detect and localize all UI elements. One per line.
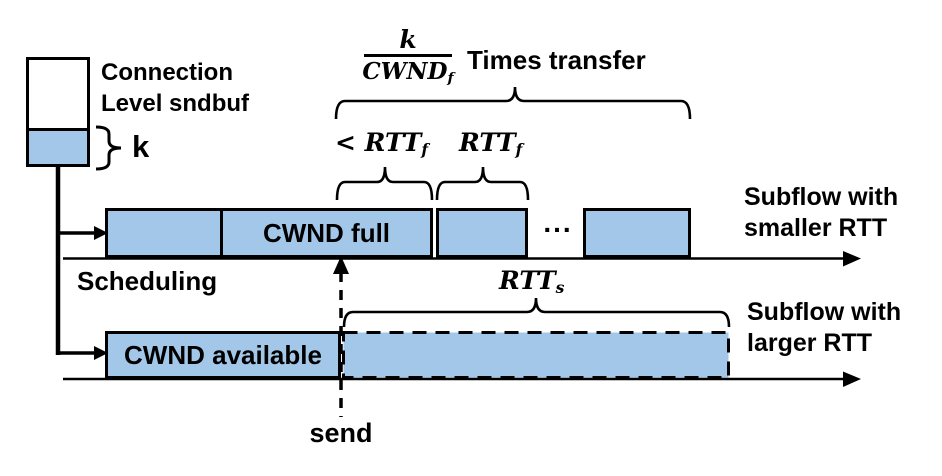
scheduling-label: Scheduling	[77, 266, 218, 296]
k-brace	[95, 125, 122, 171]
slow-timeline-arrowhead	[843, 371, 861, 387]
subflow-smaller-rtt-label: Subflow with smaller RTT	[744, 183, 899, 242]
rtt-s-label: RTTs	[499, 266, 565, 297]
fraction-bar	[364, 54, 452, 57]
cwnd-segment-box-3	[436, 208, 528, 258]
cwnd-available-box: CWND available	[105, 331, 341, 379]
cwnd-full-label: CWND full	[262, 217, 391, 248]
cwnd-available-label: CWND available	[124, 339, 322, 370]
lt-rtt-f-label: < RTTf	[335, 128, 428, 159]
sndbuf-label: Connection Level sndbuf	[101, 59, 250, 117]
sndbuf-used-region	[29, 128, 87, 164]
k-label: k	[132, 129, 150, 164]
rtt-f-brace	[435, 166, 530, 201]
send-arrowhead	[333, 256, 349, 274]
rtt-f-label: RTTf	[459, 128, 523, 159]
cwnd-segment-box-1	[105, 208, 223, 258]
formula-denominator: CWNDf	[362, 58, 454, 87]
formula-numerator: k	[399, 25, 417, 54]
transfer-count-formula: k CWNDf	[356, 26, 460, 93]
in-flight-dashed-box	[342, 331, 730, 379]
fast-timeline-arrowhead	[843, 251, 861, 267]
cwnd-segment-box-4	[583, 208, 691, 258]
send-label: send	[309, 418, 373, 448]
lt-rtt-f-brace	[335, 166, 434, 201]
subflow-larger-rtt-label: Subflow with larger RTT	[747, 298, 902, 357]
connection-sndbuf-box	[26, 57, 90, 167]
rtt-s-brace	[342, 297, 731, 328]
times-transfer-label: Times transfer	[467, 45, 646, 75]
ellipsis-label: ...	[543, 207, 573, 238]
sndbuf-free-region	[29, 60, 87, 128]
cwnd-full-box: CWND full	[220, 208, 433, 258]
